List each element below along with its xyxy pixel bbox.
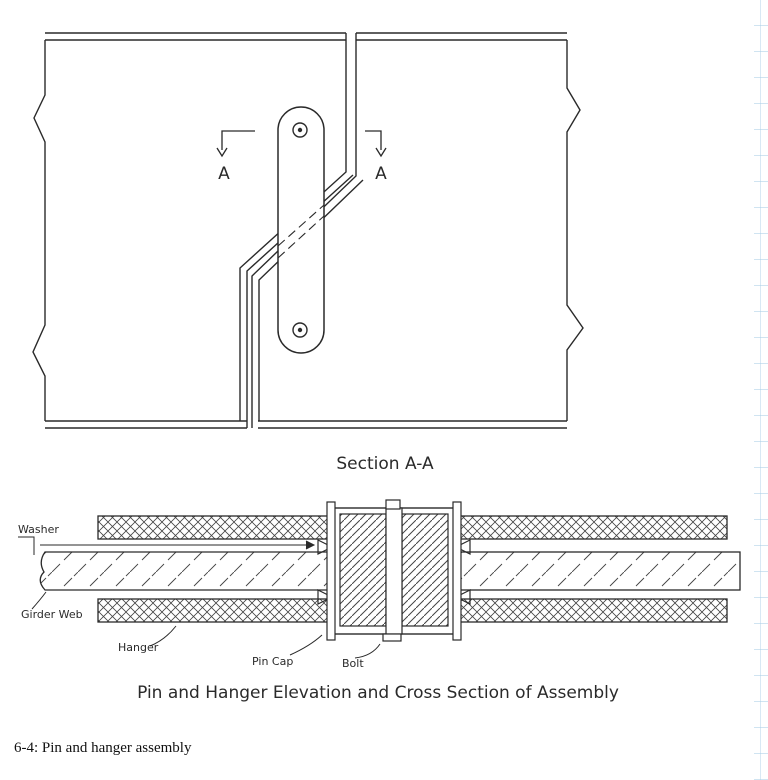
figure-caption: 6-4: Pin and hanger assembly <box>14 740 192 756</box>
pin-assembly <box>326 499 462 642</box>
bolt-label: Bolt <box>342 657 364 670</box>
section-title: Section A-A <box>336 454 434 474</box>
right-girder <box>251 32 584 429</box>
girder-web-label: Girder Web <box>21 608 83 621</box>
pin-cap-label: Pin Cap <box>252 655 293 668</box>
hanger-label: Hanger <box>118 641 159 654</box>
hanger-plate <box>277 106 325 354</box>
hanger-strip-bottom <box>97 598 728 623</box>
notebook-edge-grid <box>754 0 768 780</box>
assembly-title: Pin and Hanger Elevation and Cross Secti… <box>137 683 619 703</box>
section-label-left: A <box>218 164 230 184</box>
section-cut-marker-right <box>365 130 387 158</box>
washers <box>317 539 471 605</box>
section-label-right: A <box>375 164 387 184</box>
washer-label: Washer <box>18 523 59 536</box>
leader-lines <box>18 536 381 659</box>
section-cut-marker-left <box>216 130 255 158</box>
girder-web-section <box>39 551 741 591</box>
hanger-strip-top <box>97 515 728 540</box>
